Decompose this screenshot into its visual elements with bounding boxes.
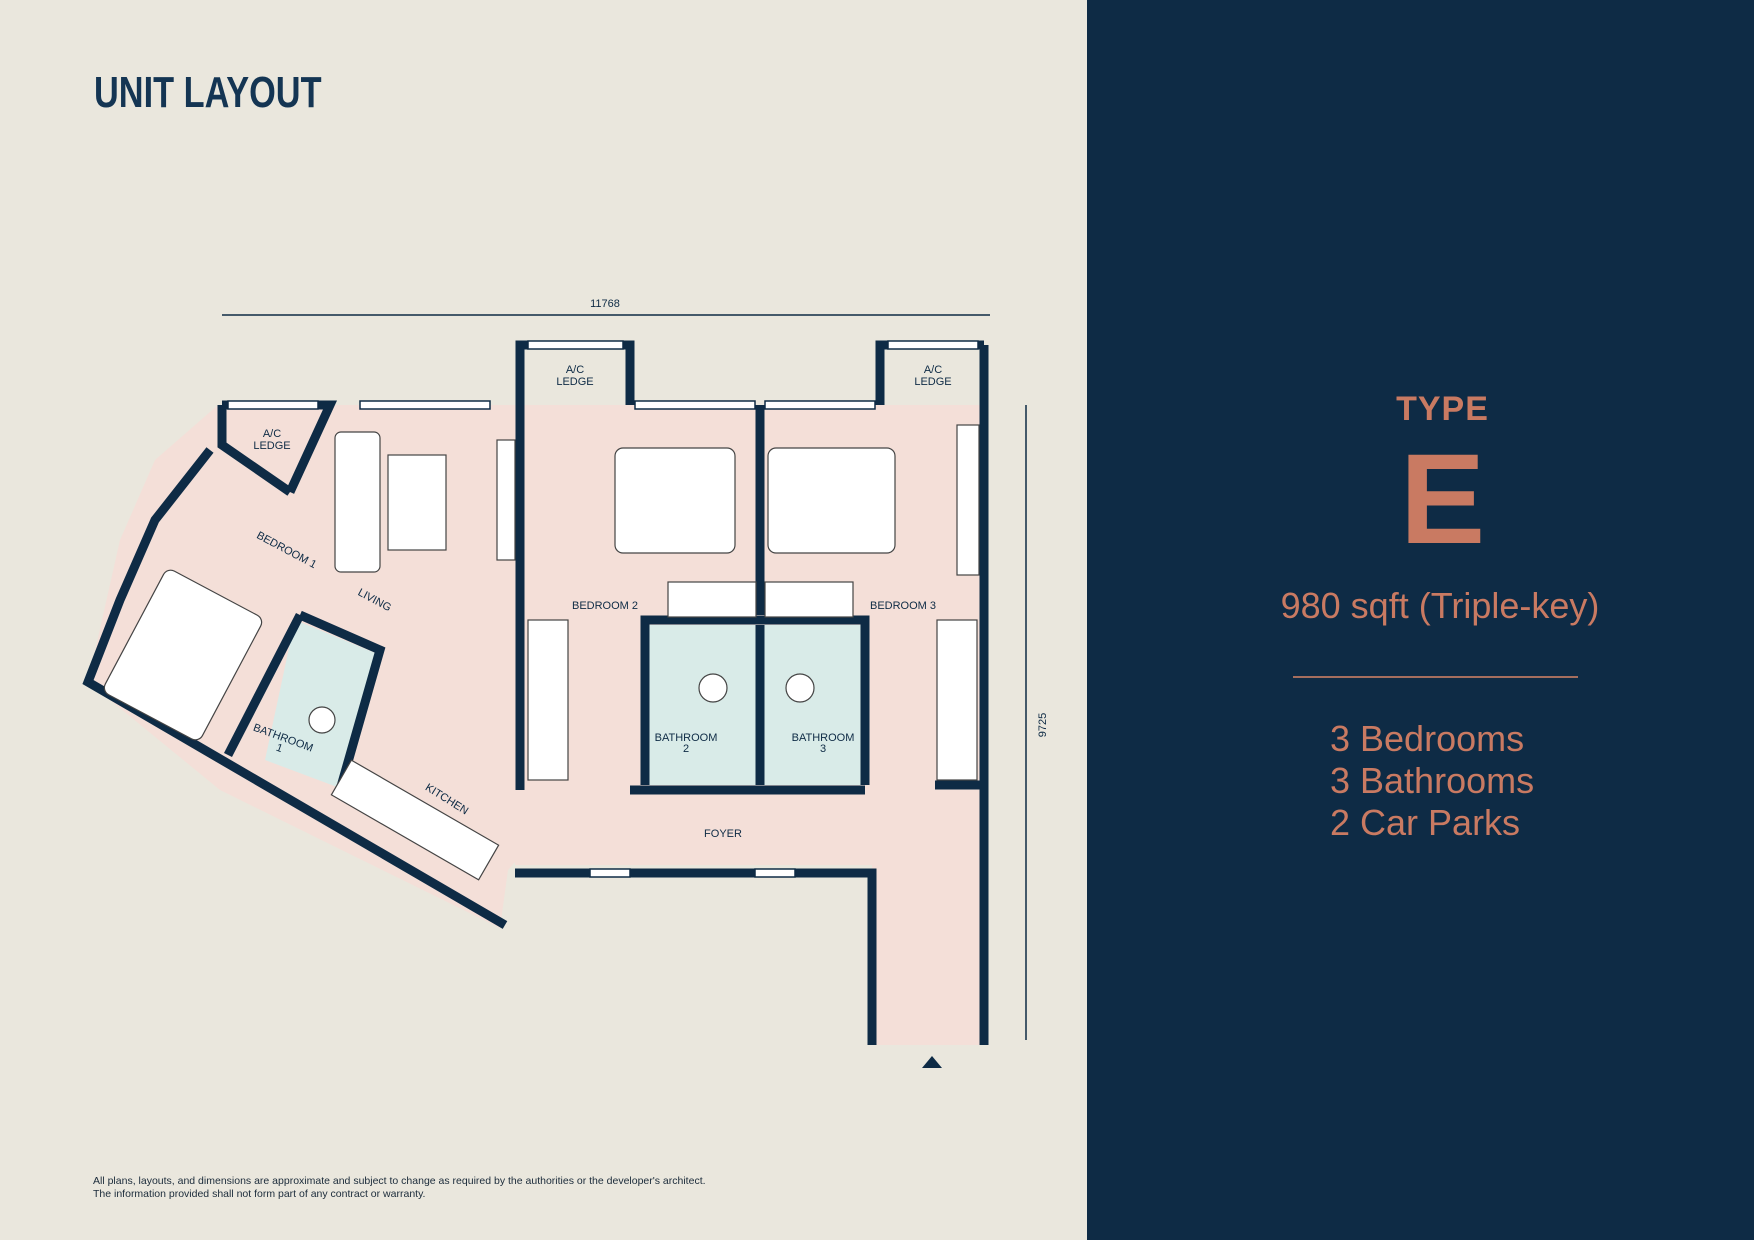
bathroom-2-line2: 2: [683, 743, 689, 755]
bedroom-2-label: BEDROOM 2: [572, 600, 638, 612]
coffee-table: [387, 454, 447, 551]
window-bed3: [764, 400, 876, 410]
bed-3: [767, 447, 896, 554]
wall-outer-west: [82, 447, 508, 929]
wall-bath1-inner: [223, 612, 305, 758]
right-panel: [1087, 0, 1754, 1240]
tv-bed3: [956, 424, 980, 576]
bathroom-3-line1: BATHROOM: [792, 732, 855, 744]
bed-2: [614, 447, 736, 554]
page-title: UNIT LAYOUT: [94, 68, 322, 117]
desk-bed2: [527, 619, 569, 781]
unit-area: 980 sqft (Triple-key): [1280, 585, 1600, 626]
window-living: [359, 400, 491, 410]
window-bed2: [634, 400, 756, 410]
bathroom-3-line2: 3: [820, 743, 826, 755]
floor-entrance: [872, 860, 984, 1045]
dimension-depth: 9725: [1037, 713, 1049, 737]
ac-ledge-3-line2: LEDGE: [914, 376, 951, 388]
feature-bathrooms: 3 Bathrooms: [1330, 760, 1535, 801]
floor-bath2: [645, 625, 760, 785]
floor-bath3: [763, 625, 863, 785]
wardrobe-bed3: [764, 581, 854, 618]
bathroom-2-line1: BATHROOM: [655, 732, 718, 744]
ac-ledge-1-line1: A/C: [263, 428, 281, 440]
desk-bed3: [936, 619, 978, 781]
divider: [1293, 676, 1578, 678]
disclaimer-line-2: The information provided shall not form …: [93, 1188, 426, 1200]
wall-bath1: [298, 610, 386, 792]
wall-outer-south: [515, 868, 877, 1045]
toilet-3: [785, 673, 815, 703]
window-ledge2: [527, 340, 624, 350]
sofa: [334, 431, 381, 573]
window-foyer: [589, 868, 631, 878]
window-ledge1: [227, 400, 319, 410]
feature-car-parks: 2 Car Parks: [1330, 802, 1521, 843]
toilet-2: [698, 673, 728, 703]
wardrobe-bed2: [667, 581, 757, 618]
wall-outer-left: [217, 405, 293, 496]
bed-1: [103, 569, 263, 741]
unit-features: 3 Bedrooms 3 Bathrooms 2 Car Parks: [1330, 718, 1534, 844]
bedroom-3-label: BEDROOM 3: [870, 600, 936, 612]
ac-ledge-2-line1: A/C: [566, 364, 584, 376]
feature-bedrooms: 3 Bedrooms: [1330, 718, 1525, 759]
ac-ledge-3-line1: A/C: [924, 364, 942, 376]
wall-baths: [640, 615, 870, 785]
dimension-lines: [222, 314, 1027, 1040]
unit-type-label: TYPE: [1396, 390, 1489, 428]
ac-ledge-2-line2: LEDGE: [556, 376, 593, 388]
unit-type-letter: E: [1399, 428, 1486, 571]
walls: [82, 340, 989, 1045]
dimension-width: 11768: [590, 298, 620, 310]
toilet-1: [308, 706, 336, 734]
foyer-label: FOYER: [704, 828, 742, 840]
kitchen-counter: [330, 759, 500, 881]
tv-living: [496, 439, 516, 561]
furniture: [103, 424, 980, 881]
disclaimer: All plans, layouts, and dimensions are a…: [93, 1175, 993, 1201]
bathroom-1-line2: 1: [274, 742, 284, 755]
window-ledge3: [887, 340, 979, 350]
windows: [227, 340, 979, 878]
entrance-arrow: [922, 1056, 942, 1068]
disclaimer-line-1: All plans, layouts, and dimensions are a…: [93, 1175, 706, 1187]
ac-ledge-1-line2: LEDGE: [253, 440, 290, 452]
window-foyer2: [754, 868, 796, 878]
